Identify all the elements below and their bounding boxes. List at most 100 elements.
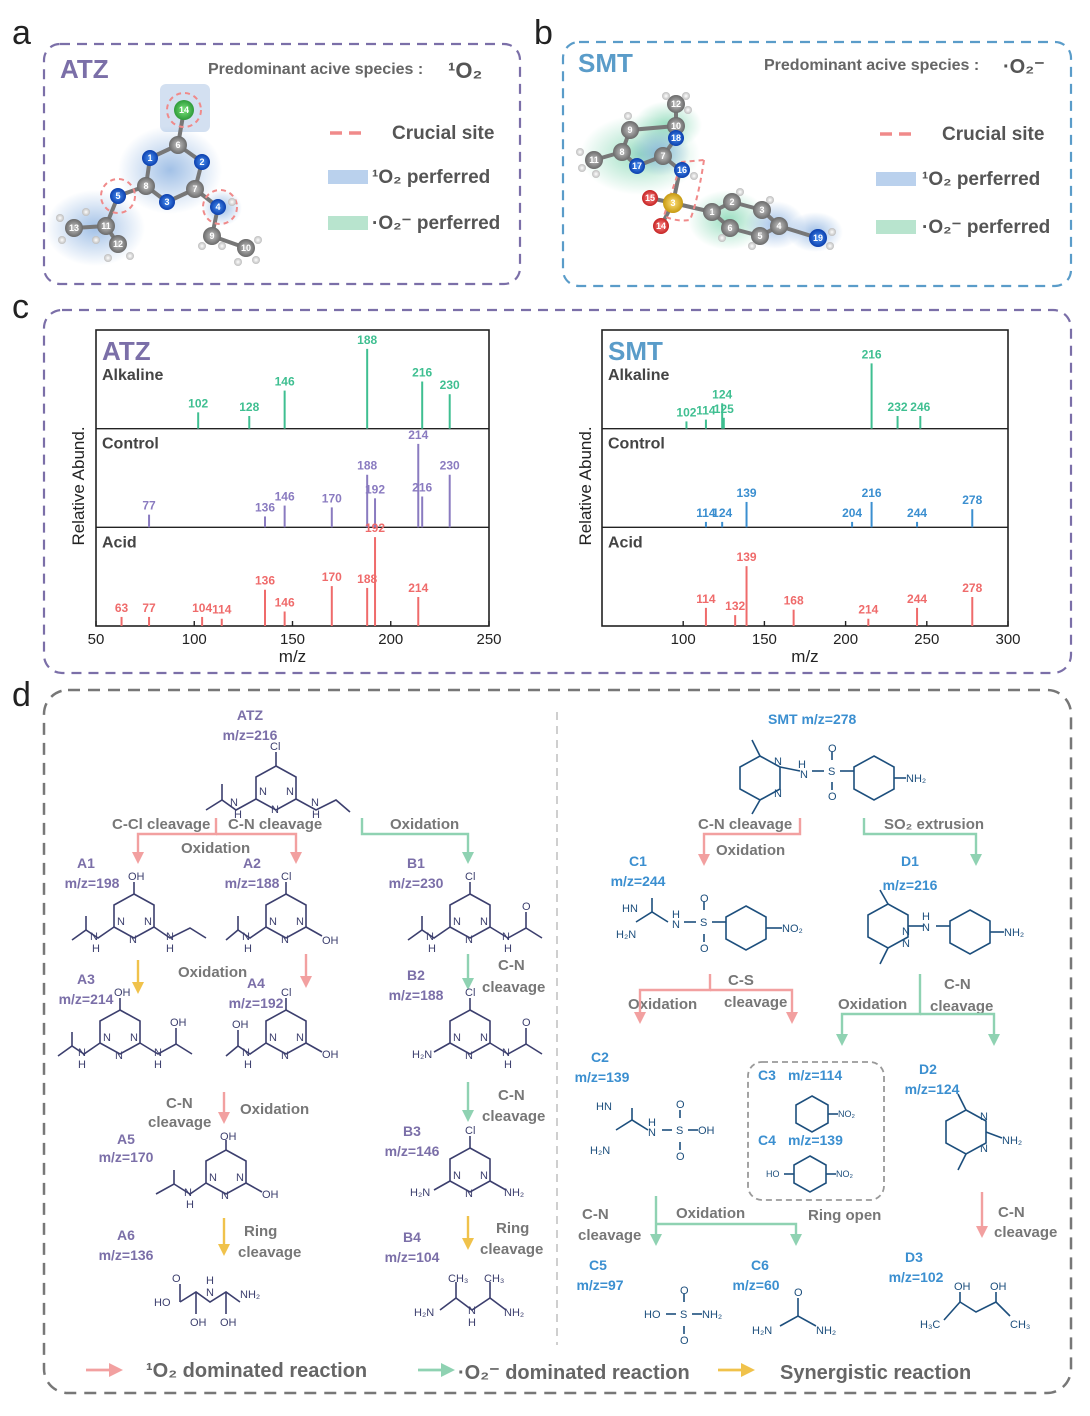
x-tick-label: 150 [752,631,777,648]
b2-mz: m/z=188 [389,987,444,1003]
svg-text:N: N [242,1047,250,1059]
svg-text:N: N [453,916,461,928]
panel-a: a ATZ Predominant acive species : ¹O₂ Cr… [12,14,522,286]
smt-atom-label: 14 [656,221,666,231]
svg-text:H: H [244,1059,252,1071]
svg-text:H₂N: H₂N [590,1145,610,1157]
panel-d: d ATZ m/z=216 A1 m/z=198 A2 m/z=188 A3 m… [12,676,1073,1395]
svg-text:H: H [672,909,680,921]
a3-mz: m/z=214 [59,991,114,1007]
smt-atom-label: 7 [660,151,665,161]
panel-b-species-label: Predominant acive species : [764,57,979,74]
rx-cn: C-N [582,1206,609,1223]
svg-text:O: O [828,743,837,755]
svg-text:CH₃: CH₃ [484,1273,504,1285]
ring-open-group-box [747,1061,885,1201]
svg-text:NH₂: NH₂ [504,1187,524,1199]
svg-text:O: O [680,1285,689,1297]
panel-a-species: ¹O₂ [448,58,482,83]
svg-text:N: N [453,1170,461,1182]
rx-cleavage: cleavage [930,998,993,1015]
b1-name: B1 [407,855,425,871]
svg-text:H₂N: H₂N [752,1325,772,1337]
b3-name: B3 [403,1123,421,1139]
peak-label: 139 [737,486,757,500]
svg-text:N: N [281,1050,289,1062]
peak-label: 216 [862,347,882,361]
smt-atom-label: 4 [776,221,781,231]
svg-text:NH₂: NH₂ [1004,927,1024,939]
d2-name: D2 [919,1061,937,1077]
panel-letter-a: a [12,14,31,52]
rx-cs-cleavage: cleavage [724,994,787,1011]
svg-text:OH: OH [190,1317,207,1329]
svg-text:N: N [465,1050,473,1062]
peak-label: 146 [275,375,295,389]
condition-label: Alkaline [102,367,163,384]
peak-label: 204 [842,506,862,520]
svg-text:H: H [312,809,320,821]
svg-text:OH: OH [128,871,145,883]
atz-atom-label: 12 [113,239,123,249]
rx-cs: C-S [728,972,754,989]
x-tick-label: 200 [833,631,858,648]
peak-label: 192 [365,521,385,535]
panel-a-legend-o2: ¹O₂ perferred [372,167,490,188]
panel-c-frame [42,308,1073,675]
peak-label: 139 [737,550,757,564]
svg-text:N: N [117,916,125,928]
a1-name: A1 [77,855,95,871]
svg-text:Cl: Cl [270,741,280,753]
svg-text:N: N [166,931,174,943]
svg-text:OH: OH [170,1017,187,1029]
svg-text:N: N [129,934,137,946]
b2-name: B2 [407,967,425,983]
svg-text:N: N [90,931,98,943]
rx-so2-extrusion: SO₂ extrusion [884,816,984,833]
peak-label: 214 [408,581,428,595]
svg-text:H₂N: H₂N [410,1187,430,1199]
svg-text:Cl: Cl [465,987,475,999]
rx-oxidation: Oxidation [240,1101,309,1118]
a2-name: A2 [243,855,261,871]
svg-text:O: O [794,1287,803,1299]
svg-text:N: N [648,1127,656,1139]
peak-label: 216 [862,486,882,500]
panel-letter-d: d [12,676,31,714]
a5-mz: m/z=170 [99,1149,154,1165]
c2-mz: m/z=139 [575,1069,630,1085]
peak-label: 136 [255,500,275,514]
c4-mz: m/z=139 [788,1132,843,1148]
svg-text:NO₂: NO₂ [838,1109,856,1119]
peak-label: 104 [192,601,212,615]
panel-c: c Relative Abund. Relative Abund. ATZAlk… [12,288,1073,675]
smt-3d-molecule: 12 10 9 18 11 8 7 17 16 15 3 14 2 1 6 5 … [576,92,843,252]
svg-text:Cl: Cl [281,987,291,999]
atz-y-axis-label: Relative Abund. [69,426,88,545]
svg-text:NH₂: NH₂ [1002,1135,1022,1147]
svg-text:N: N [230,797,238,809]
c4-name: C4 [758,1132,776,1148]
svg-text:N: N [426,931,434,943]
svg-text:HO: HO [154,1297,171,1309]
svg-text:NH₂: NH₂ [702,1309,722,1321]
svg-text:Cl: Cl [281,871,291,883]
svg-text:N: N [465,934,473,946]
atz-atom-label: 11 [101,221,111,231]
peak-label: 132 [725,599,745,613]
a4-mz: m/z=192 [229,995,284,1011]
atz-atom-label: 4 [215,202,220,212]
d2-mz: m/z=124 [905,1081,960,1097]
rx-ring: Ring [244,1223,277,1240]
svg-text:N: N [115,1050,123,1062]
svg-text:OH: OH [322,935,339,947]
peak-label: 102 [676,405,696,419]
svg-text:NO₂: NO₂ [836,1169,854,1179]
svg-text:N: N [311,797,319,809]
svg-text:N: N [800,769,808,781]
d3-name: D3 [905,1249,923,1265]
d1-name: D1 [901,853,919,869]
rx-cn: C-N [498,957,525,974]
svg-text:OH: OH [220,1131,237,1143]
